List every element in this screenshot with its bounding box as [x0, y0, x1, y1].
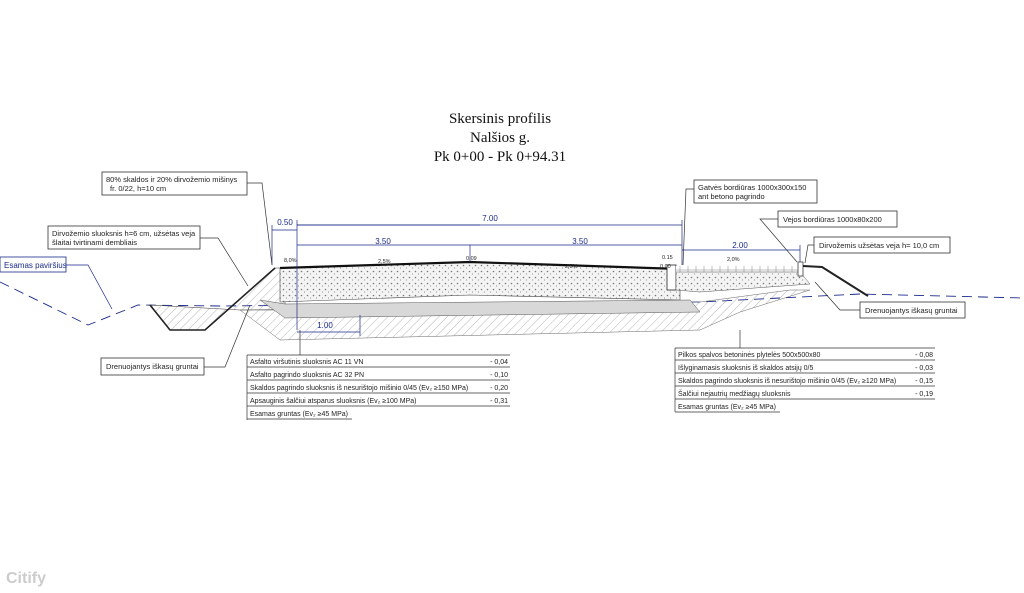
layer-depth: - 0,10 — [490, 372, 508, 379]
svg-text:fr. 0/22, h=10 cm: fr. 0/22, h=10 cm — [110, 184, 166, 193]
title-line-1: Skersinis profilis — [449, 111, 551, 127]
dim-shoulder: 0.50 — [277, 218, 293, 227]
layer-name: Šalčiui nejautrių medžiagų sluoksnis — [678, 389, 791, 398]
layer-depth: - 0,04 — [490, 359, 508, 366]
dim-depth: 1.00 — [317, 321, 333, 330]
layer-row: Apsauginis šalčiui atsparus sluoksnis (E… — [247, 398, 510, 407]
layer-name: Skaldos pagrindo sluoksnis iš nesurištoj… — [678, 378, 896, 385]
layer-name: Esamas gruntas (Ev₂ ≥45 MPa) — [678, 404, 776, 411]
layer-row: Šalčiui nejautrių medžiagų sluoksnis - 0,… — [675, 389, 935, 400]
callout-drain-right: Drenuojantys iškasų gruntai — [814, 281, 966, 319]
layer-name: Pilkos spalvos betoninės plytelės 500x50… — [678, 352, 821, 359]
elevation-curb-top: 0.15 — [662, 255, 673, 261]
svg-text:80% skaldos ir 20% dirvožemio: 80% skaldos ir 20% dirvožemio mišinys — [106, 175, 238, 184]
sidewalk-layers-table: Pilkos spalvos betoninės plytelės 500x50… — [674, 330, 935, 413]
callout-soil-left: Dirvožemio sluoksnis h=6 cm, užsėtas vej… — [47, 225, 249, 287]
title-line-2: Nalšios g. — [470, 130, 530, 146]
layer-name: Išlyginamasis sluoksnis iš skaldos atsij… — [678, 365, 813, 372]
layer-row: Išlyginamasis sluoksnis iš skaldos atsij… — [675, 365, 935, 374]
callout-curb-street: Gatvės bordiūras 1000x300x150 ant betono… — [682, 179, 818, 266]
svg-text:šlaitai tvirtinami dembliais: šlaitai tvirtinami dembliais — [52, 238, 137, 247]
layer-row: Asfalto viršutinis sluoksnis AC 11 VN - 0… — [247, 359, 510, 368]
svg-text:Gatvės bordiūras 1000x300x150: Gatvės bordiūras 1000x300x150 — [698, 183, 806, 192]
callout-mix: 80% skaldos ir 20% dirvožemio mišinys fr… — [101, 171, 273, 266]
svg-text:Vejos bordiūras 1000x80x200: Vejos bordiūras 1000x80x200 — [783, 215, 882, 224]
layer-row: Esamas gruntas (Ev₂ ≥45 MPa) — [675, 404, 780, 413]
callout-drain-left: Drenuojantys iškasų gruntai — [100, 304, 251, 376]
layer-depth: - 0,08 — [915, 352, 933, 359]
dimensions: 0.50 7.00 3.50 3.50 2.00 1.00 — [271, 214, 801, 336]
layer-depth: - 0,15 — [915, 378, 933, 385]
layer-row: Asfalto pagrindo sluoksnis AC 32 PN - 0,1… — [247, 372, 510, 381]
layer-name: Skaldos pagrindo sluoksnis iš nesurištoj… — [250, 385, 468, 392]
layer-name: Esamas gruntas (Ev₂ ≥45 MPa) — [250, 411, 348, 418]
callout-soil-right: Dirvožemis užsėtas veja h= 10,0 cm — [804, 236, 951, 264]
slope-shoulder: 8,0% — [284, 258, 297, 264]
svg-text:Drenuojantys iškasų gruntai: Drenuojantys iškasų gruntai — [865, 306, 958, 315]
layer-depth: - 0,19 — [915, 391, 933, 398]
layer-name: Asfalto viršutinis sluoksnis AC 11 VN — [250, 359, 363, 366]
dim-lane-right: 3.50 — [572, 237, 588, 246]
layer-depth: - 0,20 — [490, 385, 508, 392]
layer-row: Esamas gruntas (Ev₂ ≥45 MPa) — [247, 411, 352, 420]
watermark-logo: Citify — [6, 570, 46, 587]
existing-surface-line — [0, 281, 1024, 326]
road-layers-table: Asfalto viršutinis sluoksnis AC 11 VN - 0… — [246, 354, 510, 420]
dim-sidewalk: 2.00 — [732, 241, 748, 250]
svg-text:Dirvožemis užsėtas veja h= 10,: Dirvožemis užsėtas veja h= 10,0 cm — [819, 241, 939, 250]
slope-lane-right: 2,5% — [565, 264, 578, 270]
callout-existing-surface: Esamas paviršius — [0, 256, 113, 310]
dim-lane-left: 3.50 — [375, 237, 391, 246]
elevation-center: 0.09 — [466, 256, 477, 262]
svg-text:Dirvožemio sluoksnis h=6 cm, u: Dirvožemio sluoksnis h=6 cm, užsėtas vej… — [52, 229, 196, 238]
layer-depth: - 0,31 — [490, 398, 508, 405]
slope-sidewalk: 2,0% — [727, 257, 740, 263]
svg-text:ant betono pagrindo: ant betono pagrindo — [698, 192, 765, 201]
layer-name: Asfalto pagrindo sluoksnis AC 32 PN — [250, 372, 364, 379]
elevation-curb-base: 0.00 — [660, 264, 671, 270]
layer-row: Pilkos spalvos betoninės plytelės 500x50… — [675, 352, 935, 361]
layer-row: Skaldos pagrindo sluoksnis iš nesurištoj… — [247, 385, 510, 394]
slope-lane-left: 2,5% — [378, 259, 391, 265]
callout-curb-lawn: Vejos bordiūras 1000x80x200 — [759, 210, 898, 263]
svg-text:Drenuojantys iškasų gruntai: Drenuojantys iškasų gruntai — [106, 362, 199, 371]
dim-total: 7.00 — [482, 214, 498, 223]
layer-depth: - 0,03 — [915, 365, 933, 372]
title-line-3: Pk 0+00 - Pk 0+94.31 — [434, 149, 566, 165]
ground-section — [149, 260, 869, 341]
layer-name: Apsauginis šalčiui atsparus sluoksnis (E… — [250, 398, 416, 405]
layer-row: Skaldos pagrindo sluoksnis iš nesurištoj… — [675, 378, 935, 387]
svg-text:Esamas paviršius: Esamas paviršius — [4, 261, 67, 270]
